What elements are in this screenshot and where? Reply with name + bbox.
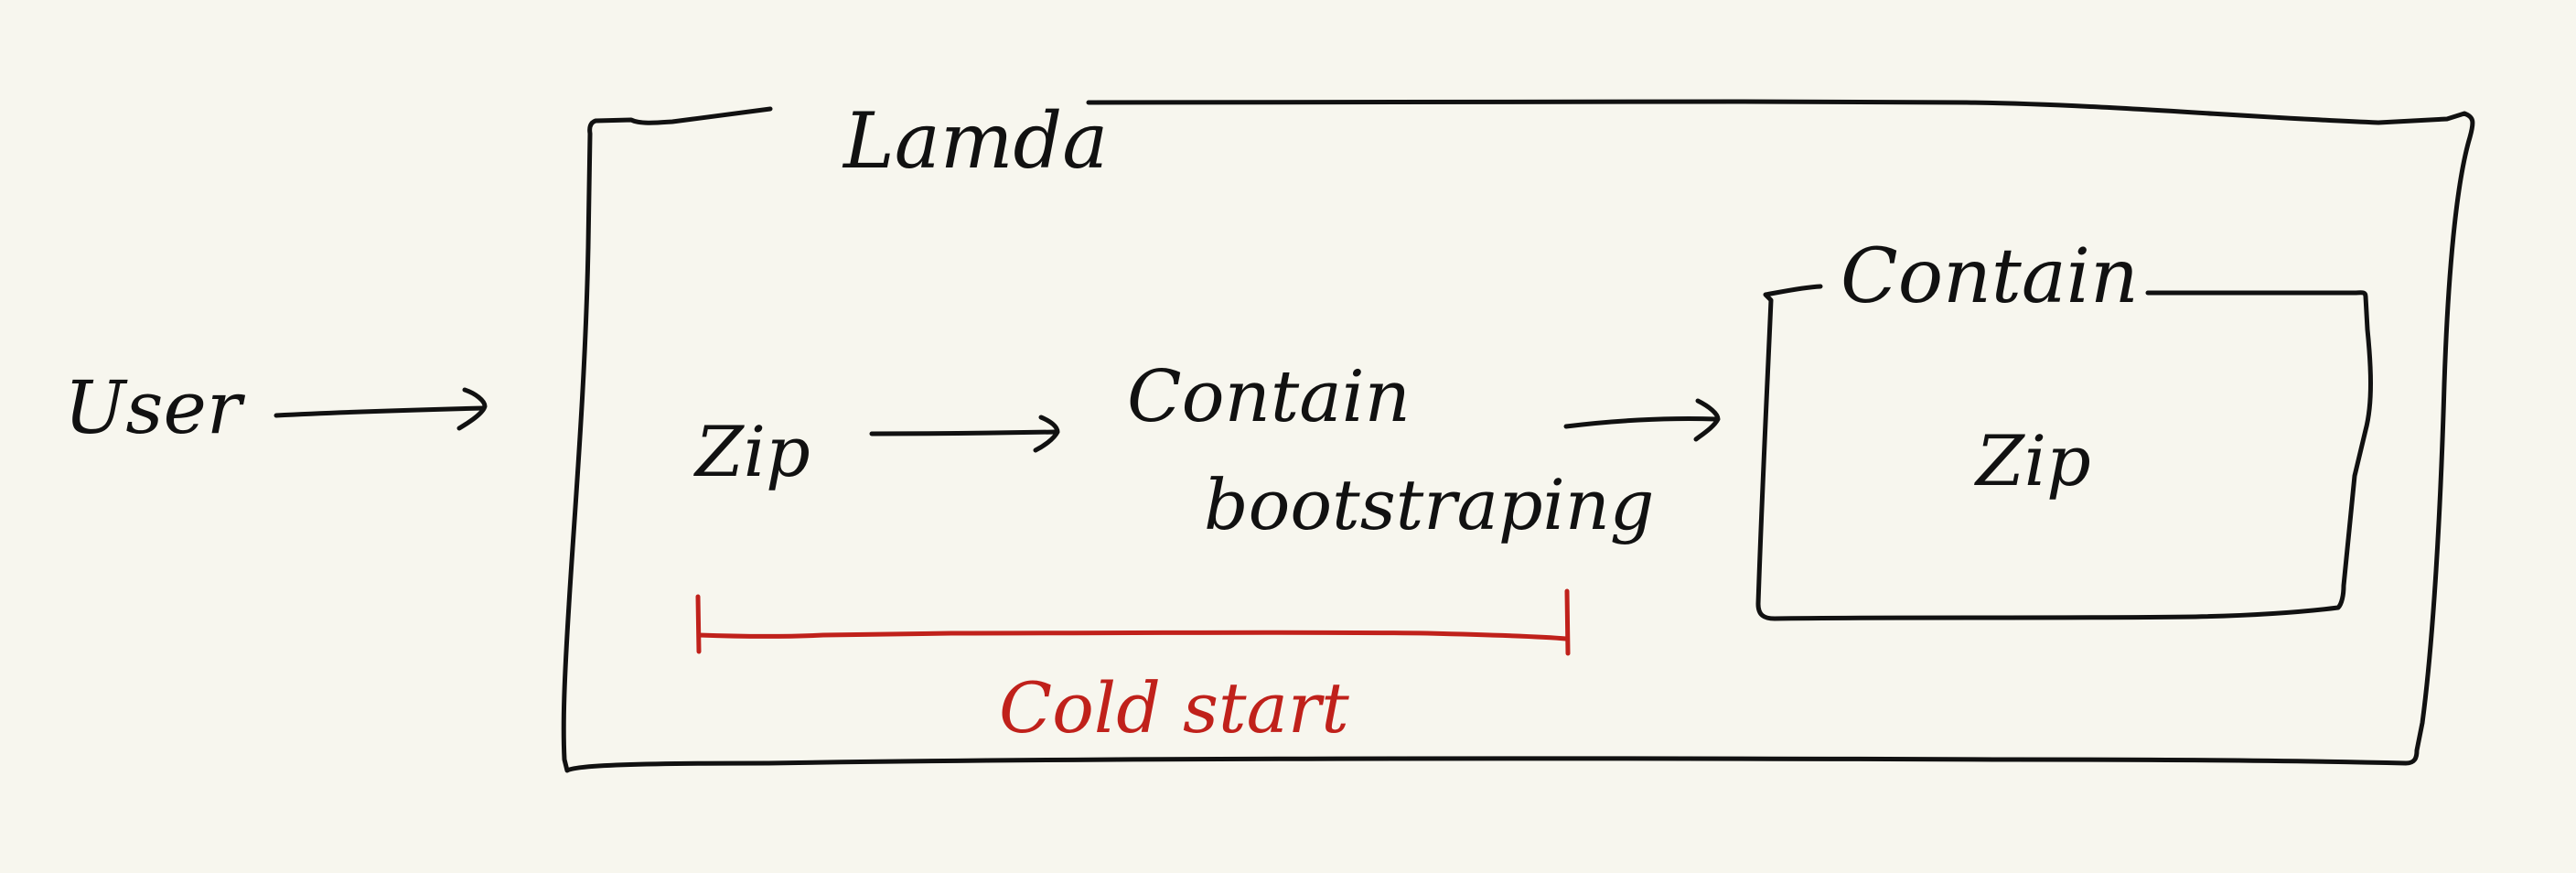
container-zip-label: Zip — [1974, 420, 2091, 501]
zip-label: Zip — [693, 411, 810, 492]
container-box — [1755, 284, 2373, 621]
zip-to-bootstrap-arrow — [869, 415, 1060, 453]
lambda-box — [561, 99, 2475, 773]
lambda-title: Lamda — [842, 96, 1108, 186]
bootstrap-to-container-arrow — [1563, 398, 1721, 442]
container-title: Contain — [1841, 233, 2139, 320]
user-to-lambda-arrow — [274, 387, 488, 431]
cold-start-label: Cold start — [999, 667, 1349, 749]
container-bootstrap-line1: Contain — [1127, 356, 1411, 438]
user-label: User — [64, 365, 246, 450]
cold-start-bracket — [695, 588, 1571, 656]
container-bootstrap-line2: bootstraping — [1204, 464, 1654, 545]
